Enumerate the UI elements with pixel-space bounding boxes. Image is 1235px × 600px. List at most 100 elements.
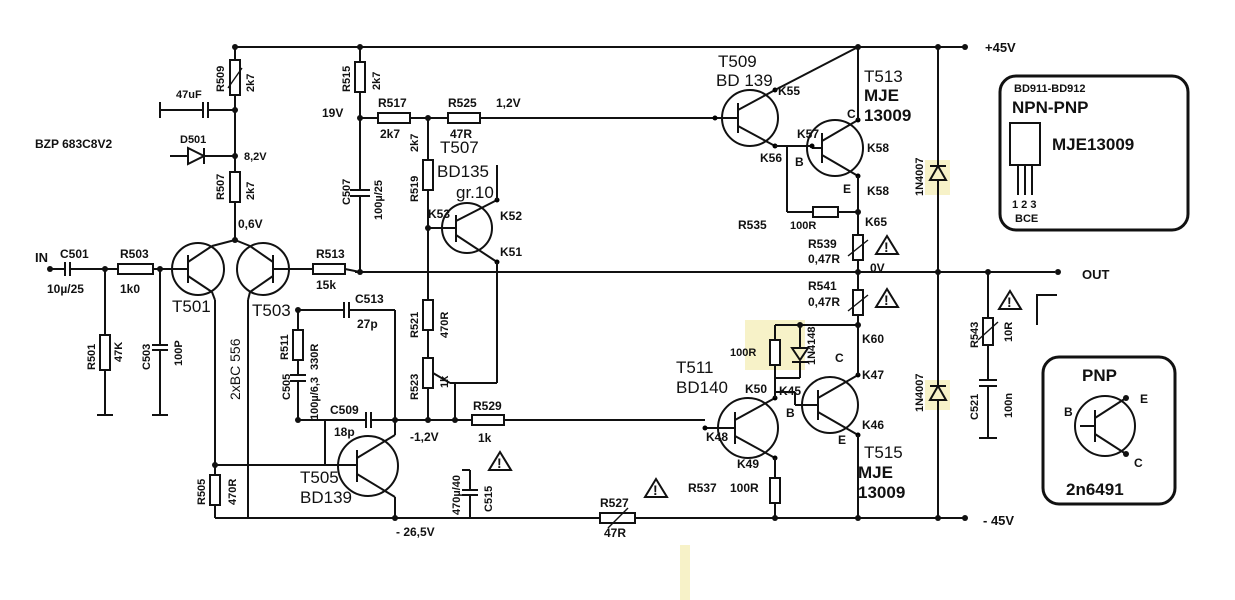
svg-text:NPN-PNP: NPN-PNP	[1012, 98, 1089, 117]
svg-text:0,47R: 0,47R	[808, 295, 840, 309]
svg-text:R501: R501	[86, 344, 98, 370]
t511-transistor: T511 BD140 K50 K48 K49	[676, 358, 779, 471]
svg-text:100P: 100P	[173, 340, 185, 366]
svg-text:C501: C501	[60, 247, 89, 261]
svg-text:T513: T513	[864, 67, 903, 86]
t507-transistor: T507 BD135 gr.10 K52 K51 K53	[425, 138, 522, 265]
r523-potentiometer: R523 1k	[409, 357, 451, 420]
svg-text:C515: C515	[483, 486, 495, 512]
r543-resistor: R543 10R	[969, 269, 1015, 380]
svg-text:100R: 100R	[790, 220, 816, 232]
svg-text:47R: 47R	[604, 526, 626, 540]
r527-resistor: R527 47R	[599, 496, 636, 540]
svg-text:!: !	[653, 482, 658, 498]
svg-text:MJE13009: MJE13009	[1052, 135, 1134, 154]
input-port: IN	[35, 250, 65, 272]
svg-text:B: B	[795, 155, 804, 169]
svg-text:2n6491: 2n6491	[1066, 480, 1124, 499]
svg-text:R517: R517	[378, 96, 407, 110]
c515-capacitor: 470µ/40 C515	[451, 469, 495, 518]
t505-transistor: T505 BD139 - 26,5V	[300, 420, 435, 539]
r529-resistor: R529 1k	[452, 383, 705, 445]
svg-text:R529: R529	[473, 399, 502, 413]
r501-resistor: R501 47K	[86, 266, 125, 416]
svg-text:13009: 13009	[858, 483, 905, 502]
svg-text:1N4148: 1N4148	[806, 326, 818, 365]
svg-text:1 2 3: 1 2 3	[1012, 199, 1036, 211]
svg-text:C: C	[835, 351, 844, 365]
svg-text:K49: K49	[737, 457, 759, 471]
svg-text:BZP 683C8V2: BZP 683C8V2	[35, 137, 112, 151]
svg-text:K45: K45	[779, 384, 801, 398]
c505-capacitor: C505 100µ/6,3	[281, 374, 321, 420]
svg-text:MJE: MJE	[858, 463, 893, 482]
t501-transistor: T501	[171, 242, 225, 316]
svg-text:E: E	[843, 182, 851, 196]
svg-text:2k7: 2k7	[371, 72, 383, 90]
svg-text:2xBC 556: 2xBC 556	[227, 338, 243, 400]
r503-resistor: R503 1k0	[117, 247, 172, 296]
diode-1n4007-upper: 1N4007	[914, 44, 948, 275]
svg-text:100R: 100R	[730, 481, 759, 495]
svg-text:R513: R513	[316, 247, 345, 261]
svg-text:K51: K51	[500, 245, 522, 259]
r541-resistor: R541 0,47R K60	[808, 272, 884, 346]
svg-text:!: !	[884, 239, 889, 255]
legend-npn-pnp: BD911-BD912 NPN-PNP MJE13009 1 2 3 BCE	[998, 74, 1190, 232]
c521-capacitor: C521 100n	[969, 379, 1015, 439]
svg-text:- 45V: - 45V	[983, 513, 1014, 528]
svg-text:R509: R509	[215, 66, 227, 92]
svg-text:R525: R525	[448, 96, 477, 110]
svg-text:BD 139: BD 139	[716, 71, 773, 90]
svg-text:T515: T515	[864, 443, 903, 462]
svg-text:C507: C507	[341, 179, 353, 205]
svg-text:MJE: MJE	[864, 86, 899, 105]
svg-text:T507: T507	[440, 138, 479, 157]
r519-resistor: R519 2k7	[409, 118, 434, 300]
svg-text:R541: R541	[808, 279, 837, 293]
svg-text:OUT: OUT	[1082, 267, 1110, 282]
svg-text:T505: T505	[300, 468, 339, 487]
svg-text:1,2V: 1,2V	[496, 96, 521, 110]
svg-text:R505: R505	[196, 479, 208, 505]
r505-resistor: R505 470R	[196, 462, 325, 518]
svg-text:BD139: BD139	[300, 488, 352, 507]
svg-text:2k7: 2k7	[409, 134, 421, 152]
svg-text:R521: R521	[409, 312, 421, 338]
svg-text:R511: R511	[279, 334, 291, 360]
svg-text:R527: R527	[600, 496, 629, 510]
diff-pair-wiring: 2xBC 556	[211, 237, 251, 518]
svg-text:47uF: 47uF	[176, 89, 202, 101]
warning-r527: !	[643, 477, 669, 498]
svg-text:1k: 1k	[439, 375, 451, 388]
svg-text:K48: K48	[706, 430, 728, 444]
svg-text:R507: R507	[215, 174, 227, 200]
r513-resistor: R513 15k	[290, 247, 361, 292]
svg-text:1k: 1k	[478, 431, 492, 445]
svg-text:2k7: 2k7	[245, 182, 257, 200]
r535-resistor: R535 100R K65	[738, 206, 887, 232]
svg-text:- 26,5V: - 26,5V	[396, 525, 435, 539]
svg-text:T511: T511	[676, 358, 714, 377]
svg-text:47K: 47K	[113, 342, 125, 362]
positive-rail: +45V	[235, 40, 1016, 55]
svg-text:C503: C503	[141, 344, 153, 370]
svg-text:T503: T503	[252, 301, 291, 320]
svg-text:C509: C509	[330, 403, 359, 417]
svg-text:K50: K50	[745, 382, 767, 396]
svg-text:T509: T509	[718, 52, 757, 71]
r511-resistor: R511 330R	[279, 307, 321, 375]
svg-text:K47: K47	[862, 368, 884, 382]
svg-text:470R: 470R	[227, 479, 239, 505]
c-47uf-capacitor: 47uF	[159, 89, 238, 118]
warning-r541: !	[874, 287, 900, 308]
svg-text:!: !	[1007, 294, 1012, 310]
legend-pnp: PNP B E C 2n6491	[1041, 355, 1177, 506]
t509-transistor: T509 BD 139 K55 K56	[712, 52, 800, 165]
svg-text:100µ/6,3: 100µ/6,3	[309, 377, 321, 420]
c507-capacitor: C507 100µ/25	[341, 118, 385, 275]
svg-text:100n: 100n	[1003, 393, 1015, 418]
svg-text:PNP: PNP	[1082, 366, 1117, 385]
svg-text:!: !	[497, 455, 502, 471]
svg-text:K46: K46	[862, 418, 884, 432]
